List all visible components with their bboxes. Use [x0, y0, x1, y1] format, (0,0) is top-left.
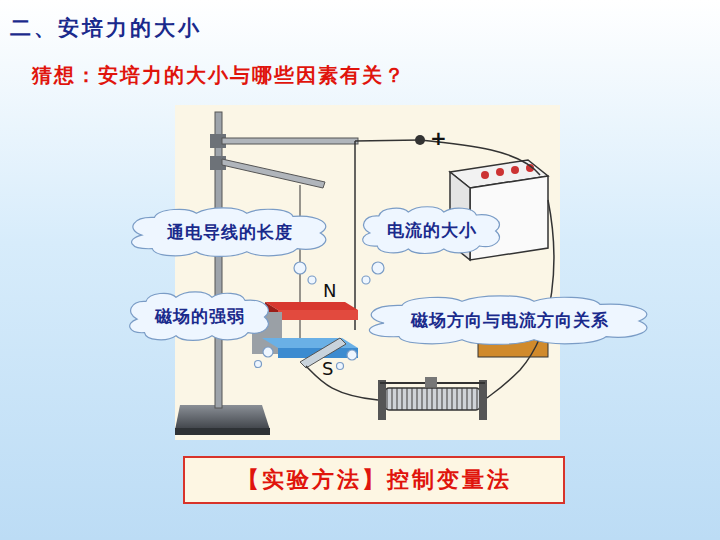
- cloud-text: 磁场的强弱: [125, 305, 275, 328]
- stand-base: [175, 405, 270, 430]
- pole-label: S: [322, 358, 333, 379]
- question-subtitle: 猜想：安培力的大小与哪些因素有关？: [32, 62, 406, 89]
- cloud-text: 通电导线的长度: [125, 221, 335, 244]
- backdrop: [175, 105, 560, 440]
- terminal-label: +: [430, 126, 447, 150]
- pole-label: N: [323, 280, 336, 301]
- thought-cloud: 磁场方向与电流方向关系: [360, 294, 660, 346]
- cloud-text: 磁场方向与电流方向关系: [360, 309, 660, 332]
- thought-cloud: 电流的大小: [358, 205, 506, 255]
- method-text: 【实验方法】控制变量法: [185, 465, 563, 495]
- method-box: 【实验方法】控制变量法: [183, 456, 565, 504]
- slide-title: 二、安培力的大小: [10, 14, 202, 42]
- cloud-text: 电流的大小: [358, 219, 506, 242]
- thought-cloud: 磁场的强弱: [125, 290, 275, 342]
- thought-cloud: 通电导线的长度: [125, 206, 335, 258]
